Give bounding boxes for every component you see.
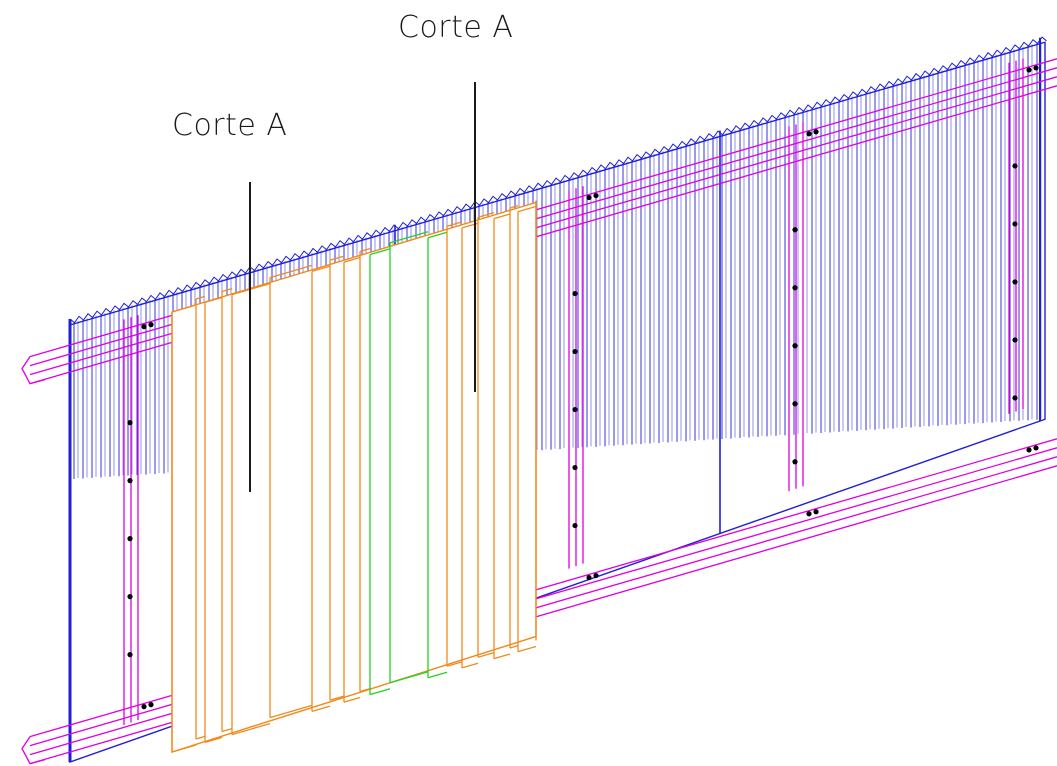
bolt (572, 290, 578, 297)
cladding-panel-top (369, 248, 391, 256)
purlin-end-cap (21, 356, 46, 385)
bolt (813, 509, 819, 515)
bolt (792, 343, 798, 349)
bolt (792, 401, 798, 407)
bolts (127, 65, 1039, 710)
cladding-panel-bottom (231, 722, 271, 736)
cladding-panel-top (509, 205, 519, 209)
cladding-panel-bottom (171, 744, 197, 753)
cladding-panel-bottom (493, 653, 511, 660)
bolt (572, 522, 578, 529)
cladding-panel-bottom (461, 662, 479, 669)
cladding-panel-top (221, 287, 233, 293)
cladding-panel-top (311, 265, 331, 273)
cladding-panel-bottom (343, 696, 361, 703)
cladding-panel-bottom (509, 645, 519, 649)
cladding-panel-top (204, 296, 223, 304)
cladding-panel-top (493, 213, 511, 220)
cladding-panel-bottom (446, 661, 463, 667)
cladding-panel-top (517, 205, 537, 213)
bolt (141, 324, 147, 330)
cladding-panel-bottom (427, 671, 448, 679)
bolt (586, 574, 592, 581)
cladding-panel-top (195, 295, 206, 300)
bolt (1033, 445, 1039, 451)
bolt (792, 285, 798, 291)
cladding-panel-top (329, 255, 345, 261)
bolt (813, 129, 819, 135)
bolt (148, 702, 154, 708)
cladding-panels (171, 200, 537, 753)
bolt (1012, 337, 1018, 343)
cladding-panel-top (477, 211, 495, 218)
cladding-panel-bottom (221, 727, 233, 733)
cladding-panel-top (427, 231, 448, 239)
cladding-panel-top (446, 221, 463, 227)
cladding-panel-bottom (311, 705, 331, 713)
cladding-panel-bottom (517, 645, 537, 653)
cladding-panel-top (269, 264, 313, 279)
bolt (127, 478, 133, 484)
cladding-panel-top (389, 231, 429, 244)
bolt (806, 511, 812, 517)
cladding-panel-bottom (359, 687, 371, 693)
bolt (127, 594, 133, 600)
bolt (1012, 279, 1018, 285)
cladding-panel-top (343, 256, 361, 263)
bolt (127, 536, 133, 542)
bolt (806, 131, 812, 137)
bolt (1026, 67, 1032, 73)
bolt (1026, 447, 1032, 453)
bolt (148, 322, 154, 328)
vertical-posts (123, 58, 1024, 726)
cladding-panel-bottom (369, 688, 391, 696)
bolt (593, 572, 599, 579)
sheet-crest (69, 36, 1047, 324)
bolt (1012, 163, 1018, 169)
cladding-panel-bottom (269, 704, 313, 719)
cladding-panel-bottom (204, 736, 223, 744)
cladding-panel-bottom (195, 735, 206, 740)
bolt (127, 652, 133, 658)
bolt (792, 227, 798, 233)
cladding-panel-bottom (389, 671, 429, 684)
cladding-panel-bottom (329, 695, 345, 701)
bolt (1012, 221, 1018, 227)
cladding-panel-top (171, 304, 197, 313)
bolt (1033, 65, 1039, 71)
bolt (1012, 395, 1018, 401)
bolt (572, 464, 578, 471)
section-label-right: Corte A (398, 10, 514, 45)
bolt (127, 420, 133, 426)
cladding-panel-top (359, 247, 371, 253)
purlin-end-cap (21, 736, 46, 765)
bolt (586, 194, 592, 201)
leader-lines (249, 82, 476, 492)
section-label-left: Corte A (172, 108, 288, 143)
bolt (593, 192, 599, 199)
bolt (141, 704, 147, 710)
bolt (572, 406, 578, 413)
bolt (572, 348, 578, 355)
cladding-panel-bottom (477, 651, 495, 658)
bolt (792, 459, 798, 465)
